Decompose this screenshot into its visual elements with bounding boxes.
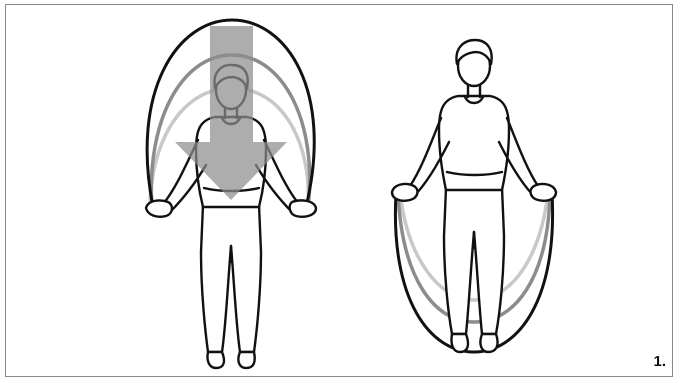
right-arm	[507, 118, 538, 186]
left-hand	[392, 184, 417, 201]
right-hand	[290, 200, 316, 216]
left-hand	[146, 200, 172, 216]
right-shoe	[480, 334, 497, 352]
step-number: 1.	[653, 354, 666, 369]
legs	[444, 188, 504, 334]
right-shoe	[238, 352, 254, 368]
downward-arrow-icon	[175, 26, 287, 200]
jump-rope-below-feet-figure	[392, 40, 556, 352]
left-shoe	[451, 334, 468, 352]
left-shoe	[207, 352, 224, 368]
jump-rope-overhead-figure	[146, 20, 316, 368]
legs	[201, 205, 261, 352]
left-arm	[410, 118, 441, 186]
right-hand	[531, 184, 556, 201]
